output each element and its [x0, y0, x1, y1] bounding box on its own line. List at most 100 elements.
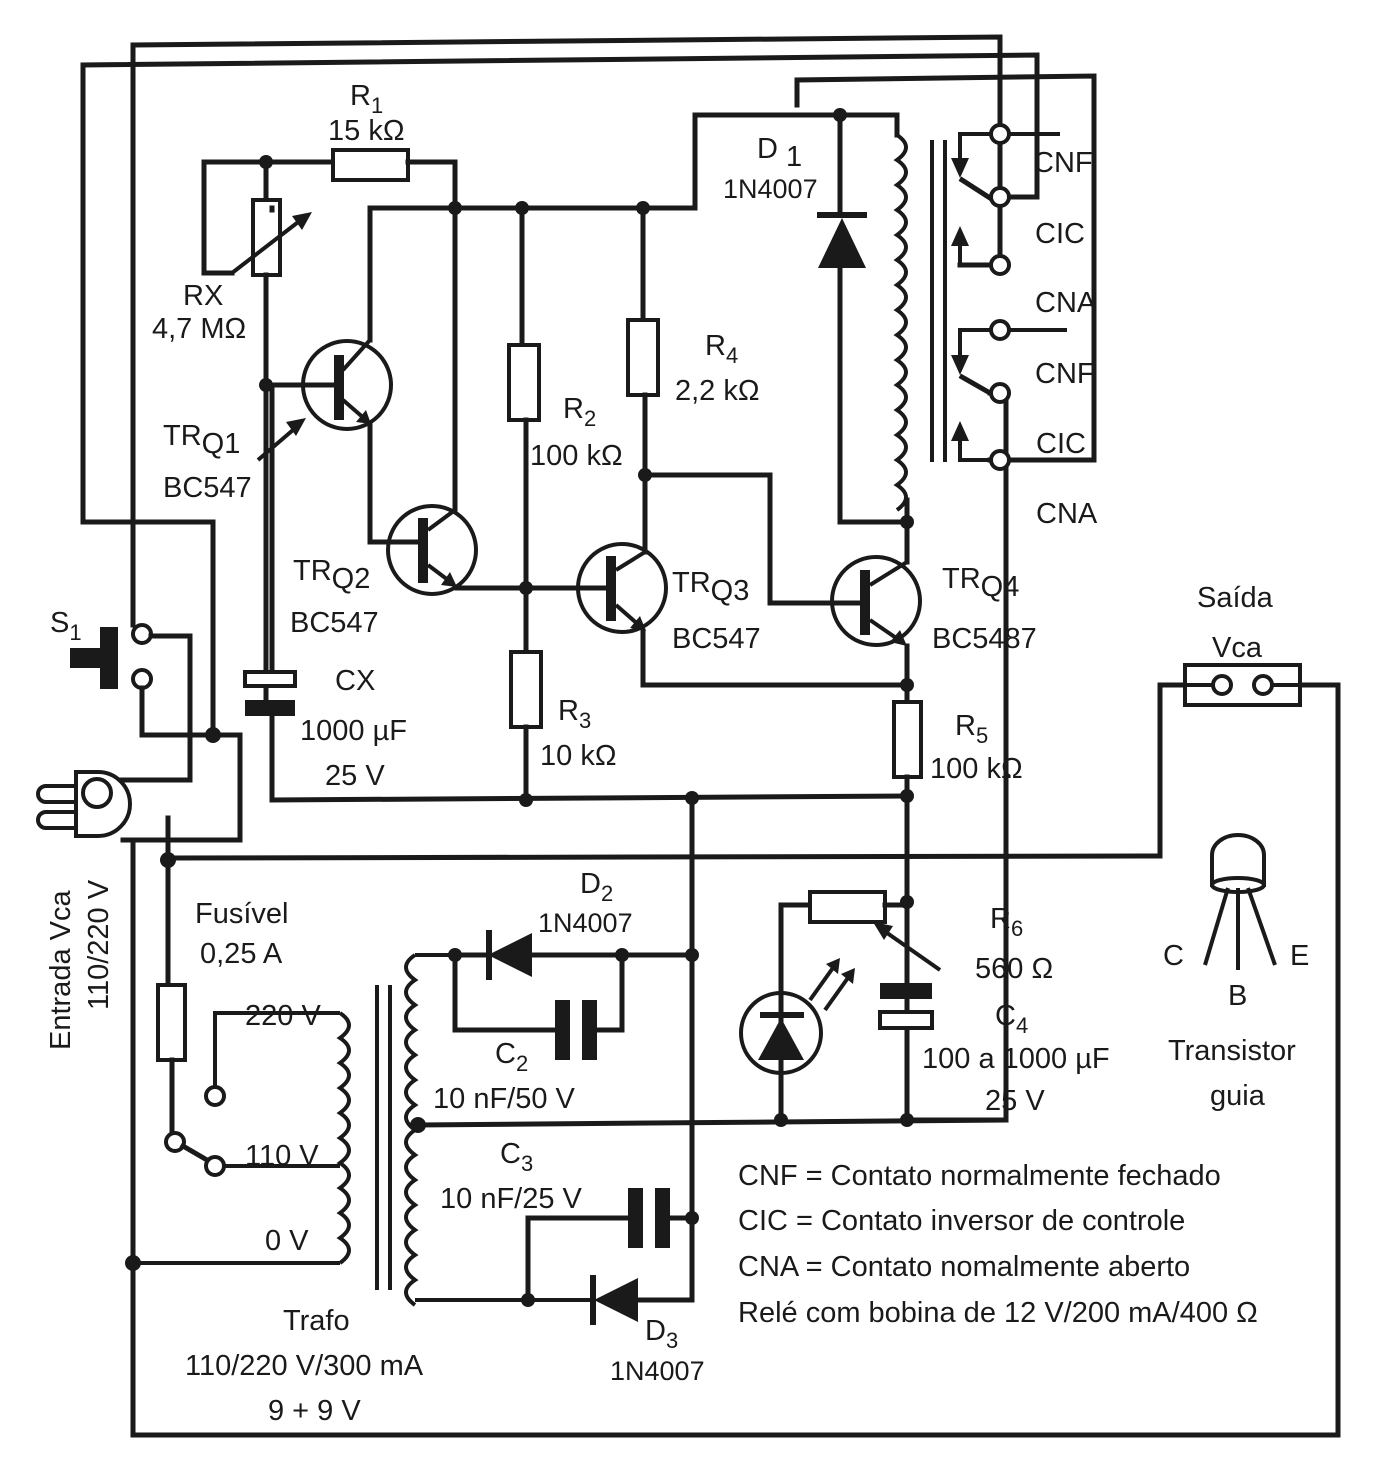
r2-value: 100 kΩ: [530, 440, 623, 472]
d3-part: 1N4007: [610, 1356, 705, 1386]
guide-c-label: C: [1163, 940, 1184, 972]
r4-label: R4: [705, 330, 738, 368]
tap-0-label: 0 V: [265, 1225, 309, 1257]
trq2-label: TRQ2: [293, 555, 370, 595]
resistor-r6: [808, 890, 887, 924]
cx-voltage: 25 V: [325, 760, 385, 792]
rx-variable-arrow-icon: [292, 212, 312, 230]
capacitor-cx: [243, 670, 297, 688]
tap-220-label: 220 V: [245, 1000, 321, 1032]
trq3-part: BC547: [672, 623, 761, 655]
r6-label: R6: [990, 903, 1023, 941]
d3-label: D3: [645, 1315, 678, 1353]
fuse: [156, 983, 187, 1062]
legend-item: CNF = Contato normalmente fechado: [738, 1160, 1221, 1192]
input-label-1: Entrada Vca: [45, 890, 77, 1050]
legend-item: CIC = Contato inversor de controle: [738, 1205, 1185, 1237]
c4-label: C4: [995, 1000, 1028, 1038]
indicator-section: [739, 890, 942, 1123]
transformer-primary-icon: [336, 1011, 351, 1265]
c3-label: C3: [500, 1138, 533, 1176]
cna1-label: CNA: [1035, 287, 1097, 319]
diode-d2-icon: [488, 933, 532, 977]
trafo-secondary: 9 + 9 V: [268, 1395, 361, 1427]
resistor-r3: [509, 650, 543, 729]
s1-label: S1: [50, 607, 82, 645]
capacitor-c2: [555, 1000, 570, 1060]
r3-value: 10 kΩ: [540, 740, 617, 772]
r4-trq3: [576, 205, 910, 688]
output-label-2: Vca: [1212, 632, 1263, 664]
cic1-label: CIC: [1035, 218, 1085, 250]
output-connector: [1183, 663, 1302, 707]
legend: CNF = Contato normalmente fechado CIC = …: [738, 1160, 1258, 1329]
guide-label-1: Transistor: [1168, 1035, 1296, 1067]
capacitor-c4: [880, 983, 932, 999]
resistor-r4: [626, 318, 660, 397]
relay-driver: [817, 112, 947, 1123]
r3-label: R3: [558, 695, 591, 733]
r5-value: 100 kΩ: [930, 753, 1023, 785]
trq2-part: BC547: [290, 607, 379, 639]
guide-e-label: E: [1290, 940, 1309, 972]
transistor-trq2: [386, 205, 588, 596]
relay-contacts: [951, 123, 1067, 471]
input-section: [36, 205, 1188, 868]
cx-value: 1000 µF: [300, 715, 407, 747]
c2-label: C2: [495, 1038, 528, 1076]
c3-value: 10 nF/25 V: [440, 1183, 583, 1215]
legend-item: Relé com bobina de 12 V/200 mA/400 Ω: [738, 1297, 1258, 1329]
r2-r3-divider: [507, 205, 543, 803]
led-icon: [758, 1018, 804, 1060]
d2-part: 1N4007: [538, 908, 633, 938]
r5-label: R5: [955, 710, 988, 748]
input-label-2: 110/220 V: [83, 879, 115, 1010]
tap-110-label: 110 V: [245, 1140, 319, 1172]
trq1-part: BC547: [163, 472, 252, 504]
transistor-trq1: [256, 319, 403, 545]
trq1-label: TRQ1: [163, 420, 240, 460]
light-sensor-arrow-icon: [286, 418, 306, 436]
transistor-pinout-icon: [1203, 833, 1277, 970]
guide-b-label: B: [1228, 980, 1247, 1012]
rx-label: RX: [183, 280, 223, 312]
guide-label-2: guia: [1210, 1080, 1266, 1112]
power-plug-icon: [36, 770, 132, 838]
fuse-value: 0,25 A: [200, 938, 283, 970]
trafo-label: Trafo: [283, 1305, 350, 1337]
trq4-label: TRQ4: [942, 563, 1019, 603]
cna2-label: CNA: [1036, 498, 1098, 530]
resistor-r1: [331, 148, 410, 182]
capacitor-c3: [628, 1188, 643, 1248]
secondary-section: [404, 795, 1009, 1325]
r4-value: 2,2 kΩ: [675, 375, 760, 407]
trq4-part: BC5487: [932, 623, 1037, 655]
relay-coil-icon: [893, 133, 908, 512]
labels: R1 15 kΩ RX 4,7 MΩ TRQ1 BC547 TRQ2 BC547…: [45, 80, 1309, 1427]
resistor-r5: [892, 700, 923, 779]
r1-value: 15 kΩ: [328, 115, 405, 147]
resistor-r2: [507, 343, 541, 422]
r6-adjust-arrow-icon: [873, 922, 893, 940]
c4-voltage: 25 V: [985, 1085, 1045, 1117]
cnf1-label: CNF: [1033, 147, 1093, 179]
positive-rail: [367, 108, 848, 325]
diode-d3-icon: [594, 1278, 638, 1322]
rx-value: 4,7 MΩ: [152, 313, 246, 345]
c2-value: 10 nF/50 V: [433, 1083, 576, 1115]
rx-r1-network: [201, 148, 458, 708]
fuse-label: Fusível: [195, 898, 288, 930]
d2-label: D2: [580, 868, 613, 906]
trq3-label: TRQ3: [672, 567, 749, 607]
r6-value: 560 Ω: [975, 953, 1053, 985]
c4-value: 100 a 1000 µF: [922, 1043, 1110, 1075]
d1-part: 1N4007: [723, 174, 818, 204]
r1-label: R1: [350, 80, 383, 118]
cnf2-label: CNF: [1035, 358, 1095, 390]
diode-d1-icon: [818, 218, 866, 268]
output-label-1: Saída: [1197, 582, 1274, 614]
cx-label: CX: [335, 665, 375, 697]
legend-item: CNA = Contato nomalmente aberto: [738, 1251, 1190, 1283]
